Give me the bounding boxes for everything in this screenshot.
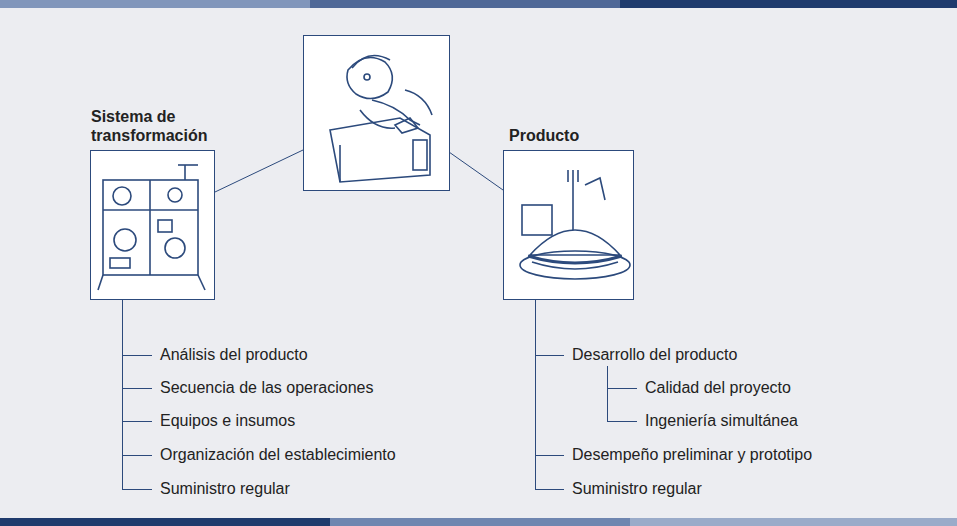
link-line [215,150,303,192]
list-item: Desarrollo del producto [572,345,737,365]
machine-illustration [98,165,205,290]
bottom-bar [0,518,330,526]
list-item: Ingeniería simultánea [645,411,798,431]
list-item: Análisis del producto [160,345,308,365]
worker-illustration [330,56,432,183]
box-heading: Producto [509,126,649,145]
box-ground [90,150,215,300]
illustration-box [304,36,450,191]
list-item: Equipos e insumos [160,411,295,431]
illustration-frame: Producto [503,150,634,300]
box-ground [503,150,634,300]
link-line [449,152,503,190]
illustration-frame: Sistema de transformación [90,150,215,300]
tree-lines [122,300,152,490]
top-bar [310,0,620,8]
list-item: Suministro regular [160,479,290,499]
bottom-bar [330,518,630,526]
bottom-bar [630,518,957,526]
list-item: Calidad del proyecto [645,378,791,398]
list-item: Desempeño preliminar y prototipo [572,445,812,465]
burger-illustration [520,170,630,279]
list-item: Secuencia de las operaciones [160,378,373,398]
top-bar [620,0,957,8]
list-item: Suministro regular [572,479,702,499]
box-heading: Sistema de transformación [91,107,241,145]
list-item: Organización del establecimiento [160,445,396,465]
top-bar [0,0,310,8]
